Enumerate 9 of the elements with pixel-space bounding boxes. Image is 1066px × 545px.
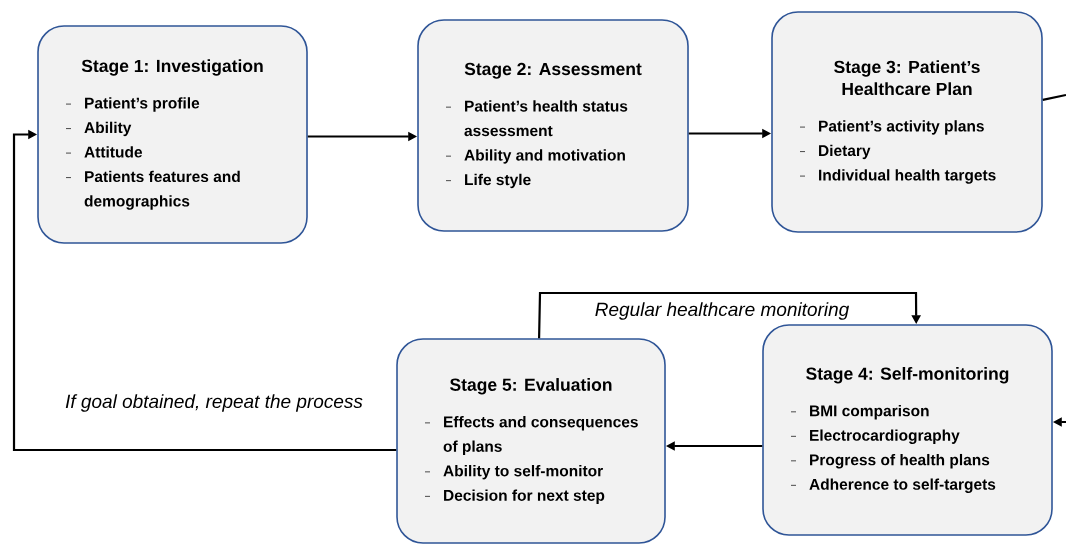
arrow [538, 291, 921, 339]
stage-box: Stage 1: Investigation Patient’s profile Ability Attitude Patients features and demographics [37, 25, 308, 244]
stage-box: Stage 3: Patient’s Healthcare Plan Patient’s activity plans Dietary Individual health targets [771, 11, 1043, 233]
edge-label: If goal obtained, repeat the process [64, 393, 364, 413]
stage-box: Stage 5: Evaluation Effects and consequences of plans Ability to self-monitor Decision for next step [396, 338, 666, 544]
arrow [12, 129, 397, 452]
edge-label: Regular healthcare monitoring [593, 301, 851, 321]
stage-box: Stage 4: Self-monitoring BMI comparison Electrocardiography Progress of health plans Adherence to self-targets [762, 324, 1053, 536]
stage-box: Stage 2: Assessment Patient’s health status assessment Ability and motivation Life style [417, 19, 689, 232]
